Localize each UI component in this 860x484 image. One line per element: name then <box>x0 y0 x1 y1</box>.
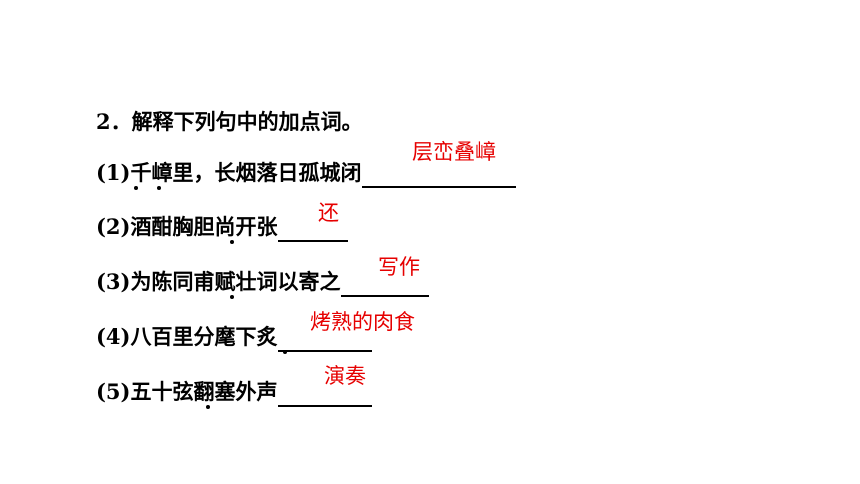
item-3-prompt: (3)为陈同甫赋壮词以寄之 <box>96 269 341 294</box>
question-item-1: (1)千嶂里，长烟落日孤城闭 <box>96 158 517 188</box>
item-2-prompt: (2)酒酣胸胆尚开张 <box>96 214 278 239</box>
item-4-answer-blank[interactable] <box>278 328 373 352</box>
emphasis-dot <box>230 295 234 299</box>
emphasis-dot <box>206 405 210 409</box>
item-5-prompt: (5)五十弦翻塞外声 <box>96 379 278 404</box>
item-5-answer: 演奏 <box>324 364 366 388</box>
item-3-answer-blank[interactable] <box>341 273 430 297</box>
emphasis-dot <box>283 350 287 354</box>
question-item-2: (2)酒酣胸胆尚开张 <box>96 212 349 242</box>
emphasis-dot <box>157 186 161 190</box>
question-title: 2．解释下列句中的加点词。 <box>96 109 363 134</box>
item-4-prompt: (4)八百里分麾下炙 <box>96 324 278 349</box>
item-2-answer: 还 <box>318 201 339 225</box>
item-1-answer-blank[interactable] <box>362 164 517 188</box>
question-item-4: (4)八百里分麾下炙 <box>96 322 373 352</box>
item-1-answer: 层峦叠嶂 <box>412 140 496 164</box>
question-item-3: (3)为陈同甫赋壮词以寄之 <box>96 267 430 297</box>
emphasis-dot <box>134 186 138 190</box>
item-3-answer: 写作 <box>378 255 420 279</box>
item-5-answer-blank[interactable] <box>278 383 373 407</box>
item-1-prompt: (1)千嶂里，长烟落日孤城闭 <box>96 160 362 185</box>
question-item-5: (5)五十弦翻塞外声 <box>96 377 373 407</box>
emphasis-dot <box>230 240 234 244</box>
item-4-answer: 烤熟的肉食 <box>310 310 415 334</box>
item-2-answer-blank[interactable] <box>278 218 349 242</box>
